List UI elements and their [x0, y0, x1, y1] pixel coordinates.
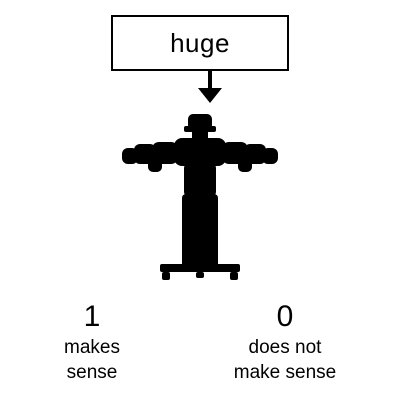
option-label-line1: does not: [248, 337, 322, 358]
down-arrow-icon: [198, 71, 222, 103]
option-makes-sense: 1 makes sense: [40, 300, 144, 384]
option-label-line2: sense: [66, 362, 118, 383]
option-value: 0: [276, 300, 294, 333]
robot-silhouette-icon: [122, 114, 278, 280]
option-label-line2: make sense: [233, 362, 337, 383]
prompt-word: huge: [170, 27, 230, 58]
word-box: huge: [111, 15, 289, 71]
option-does-not-make-sense: 0 does not make sense: [215, 300, 355, 384]
option-value: 1: [83, 300, 101, 333]
option-label-line1: makes: [64, 337, 120, 358]
